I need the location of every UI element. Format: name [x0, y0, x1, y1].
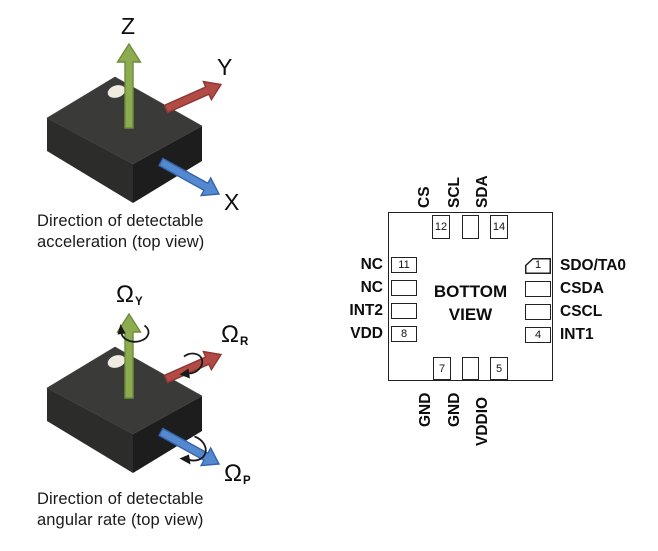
pin-label-int1: INT1	[560, 326, 594, 343]
y-axis-arrow	[163, 80, 223, 114]
pad-11-number: 11	[398, 259, 410, 271]
pad-5-number: 5	[495, 362, 503, 375]
pin-label-sda: SDA	[474, 175, 491, 208]
acceleration-chip-illustration	[46, 42, 223, 203]
chip-left-face	[47, 388, 133, 473]
pin-label-cs: CS	[416, 186, 433, 208]
z-axis-label: Z	[121, 13, 136, 39]
pad-4-number: 4	[534, 329, 542, 341]
x-axis-arrow	[158, 157, 221, 197]
angular-rate-chip-illustration	[46, 312, 223, 473]
bottom-view-line2: VIEW	[448, 305, 493, 324]
pitch-rotation-arc-arrowhead	[179, 454, 191, 465]
omega-symbol: Ω	[224, 460, 242, 487]
chip-left-face	[47, 118, 133, 203]
pad-13	[462, 215, 479, 239]
pad-6	[462, 357, 479, 380]
pin1-marker-dot	[107, 85, 126, 98]
pin-label-csda: CSDA	[560, 280, 604, 297]
omega-r-label: ΩR	[221, 321, 248, 349]
pad-1-number: 1	[534, 259, 542, 271]
acceleration-caption-line1: Direction of detectable	[37, 212, 204, 230]
omega-symbol: Ω	[221, 321, 239, 348]
pad-14-number: 14	[492, 221, 506, 233]
pitch-rotation-arc	[187, 435, 207, 462]
pad-1: 1	[525, 258, 551, 274]
acceleration-caption-line2: acceleration (top view)	[37, 233, 205, 251]
bottom-view-line1: BOTTOM	[433, 282, 508, 301]
roll-rotation-arc	[183, 352, 204, 375]
pin-label-int2: INT2	[349, 302, 383, 319]
omega-symbol: Ω	[116, 281, 134, 308]
pad-8-number: 8	[400, 328, 408, 340]
pad-3	[525, 304, 551, 320]
pin-label-nc-10: NC	[360, 279, 383, 296]
x-axis-label: X	[224, 189, 240, 215]
pad-8: 8	[391, 326, 417, 342]
pad-7: 7	[433, 357, 451, 380]
omega-subscript: P	[242, 475, 251, 487]
pin-label-vdd: VDD	[350, 325, 383, 342]
roll-rotation-arc-arrowhead	[179, 368, 190, 379]
pad-2	[525, 281, 551, 297]
pin-label-nc-11: NC	[360, 256, 383, 273]
omega-subscript: Y	[134, 296, 143, 308]
pin-label-gnd-6: GND	[446, 392, 463, 427]
pin-label-gnd-7: GND	[417, 392, 434, 427]
pin-label-sdo-ta0: SDO/TA0	[560, 257, 627, 274]
pad-1-chamfer-outline	[525, 258, 551, 274]
pad-11: 11	[391, 257, 417, 273]
pad-10	[391, 280, 417, 296]
z-axis-arrow	[116, 42, 142, 129]
omega-p-label: ΩP	[224, 460, 251, 488]
yaw-rotation-arc-arrowhead	[117, 324, 126, 335]
yaw-rotation-arc	[120, 324, 150, 343]
pad-14: 14	[490, 215, 508, 239]
roll-axis-arrow	[163, 350, 223, 384]
pad-12-number: 12	[434, 221, 448, 233]
pin-label-scl: SCL	[446, 177, 463, 208]
pad-9	[391, 303, 417, 319]
acceleration-caption: Direction of detectable acceleration (to…	[37, 211, 204, 253]
pad-5: 5	[490, 357, 508, 380]
pad-12: 12	[432, 215, 450, 239]
angular-rate-caption-line2: angular rate (top view)	[37, 511, 204, 529]
bottom-view-label: BOTTOM VIEW	[388, 280, 553, 326]
angular-rate-caption: Direction of detectable angular rate (to…	[37, 489, 203, 531]
pin-label-vddio: VDDIO	[474, 396, 491, 446]
pad-7-number: 7	[438, 362, 446, 375]
angular-rate-caption-line1: Direction of detectable	[37, 490, 204, 508]
omega-y-label: ΩY	[116, 281, 143, 309]
pad-4: 4	[525, 327, 551, 343]
pin1-marker-dot	[107, 355, 126, 368]
y-axis-label: Y	[217, 54, 233, 80]
omega-subscript: R	[239, 336, 249, 348]
pin-label-cscl: CSCL	[560, 303, 603, 320]
